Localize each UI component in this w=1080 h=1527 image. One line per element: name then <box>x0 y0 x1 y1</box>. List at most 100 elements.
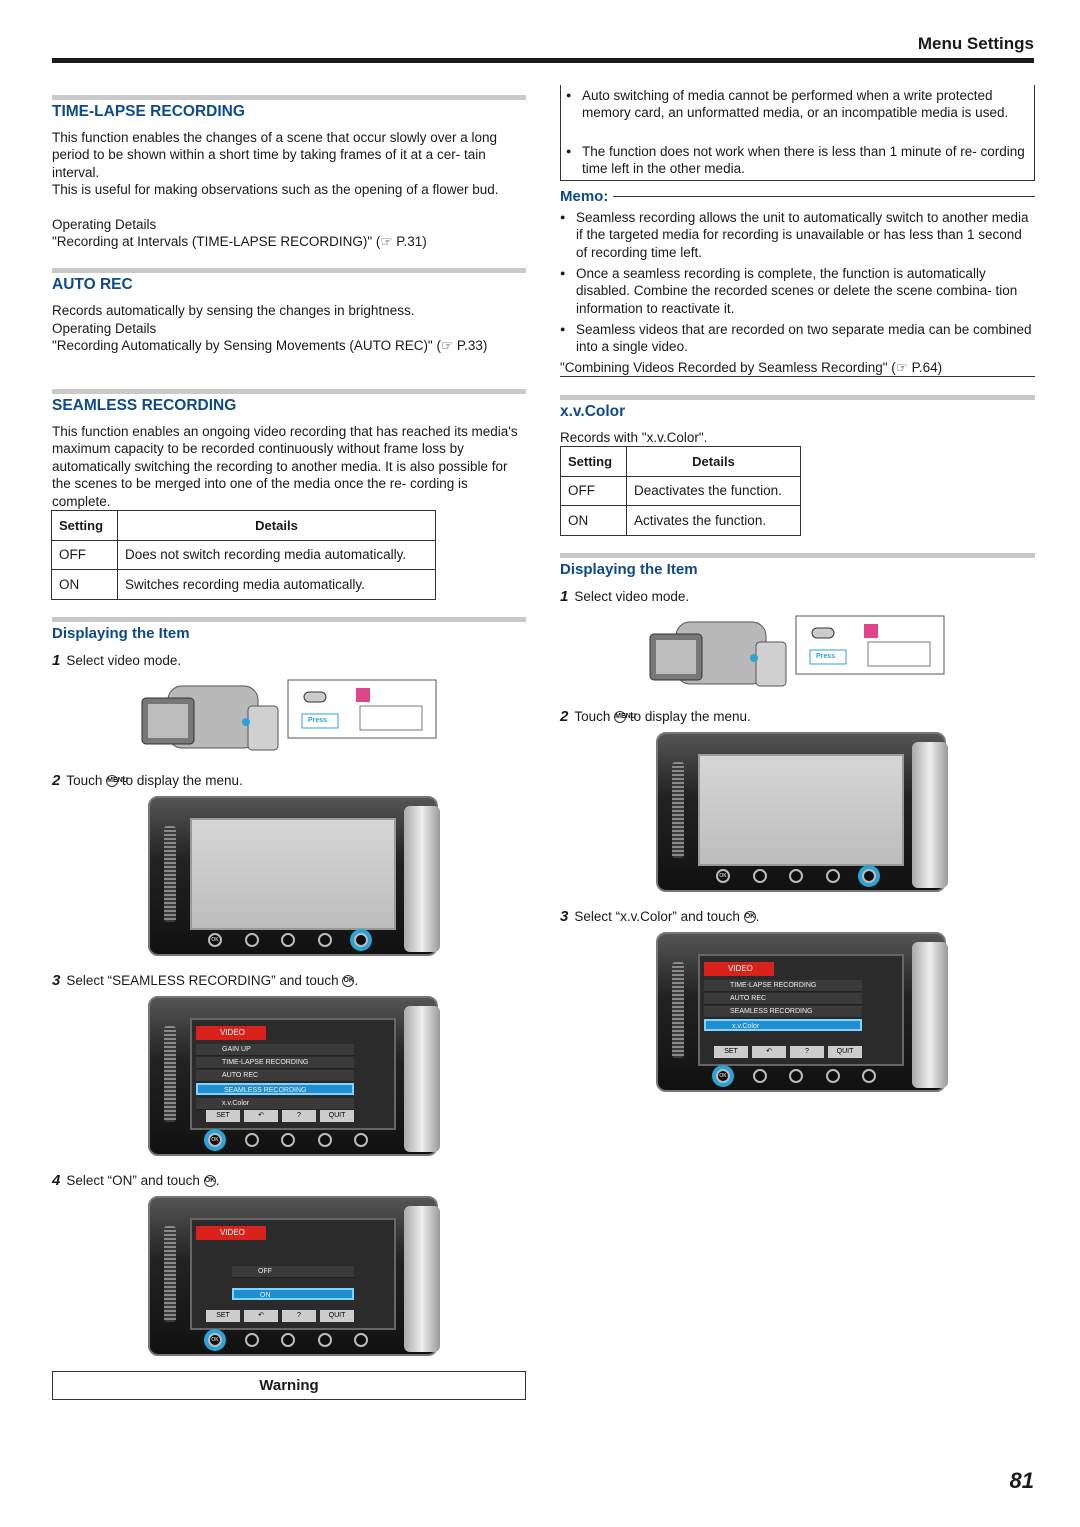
step-text: to display the menu. <box>629 709 751 724</box>
menu-button-highlighted[interactable] <box>354 933 368 947</box>
speaker-grille <box>164 1226 176 1322</box>
menu-button-highlighted[interactable] <box>862 869 876 883</box>
lcd-buttons: OK <box>716 866 876 886</box>
lcd-buttons: OK <box>208 1130 368 1150</box>
timelapse-reference-link[interactable]: "Recording at Intervals (TIME-LAPSE RECO… <box>52 234 427 249</box>
menu-footer-quit[interactable]: QUIT <box>320 1310 354 1322</box>
xvcolor-settings-table: Setting Details OFF Deactivates the func… <box>560 446 801 536</box>
menu-title: VIDEO <box>704 962 774 976</box>
lcd-button[interactable] <box>789 869 803 883</box>
lcd-button[interactable] <box>752 869 767 883</box>
menu-button-icon: MENU <box>106 775 128 788</box>
menu-button[interactable] <box>354 1133 368 1147</box>
lcd-button[interactable] <box>317 1133 332 1147</box>
speaker-grille <box>164 1026 176 1122</box>
lcd-button[interactable] <box>825 869 840 883</box>
menu-footer-back[interactable]: ↶ <box>244 1310 278 1322</box>
lcd-buttons: OK <box>208 1330 368 1350</box>
seamless-title: SEAMLESS RECORDING <box>52 397 237 414</box>
menu-item-xvcolor[interactable]: x.v.Color <box>196 1098 354 1110</box>
menu-item-xvcolor-selected[interactable]: x.v.Color <box>704 1019 862 1031</box>
memo-bullet: Seamless recording allows the unit to au… <box>558 209 1034 261</box>
menu-footer-help[interactable]: ? <box>282 1310 316 1322</box>
step-text: Select “x.v.Color” and touch <box>574 909 740 924</box>
lcd-button[interactable] <box>281 933 295 947</box>
table-cell-setting: OFF <box>560 475 627 506</box>
autorec-reference-link[interactable]: "Recording Automatically by Sensing Move… <box>52 338 488 353</box>
menu-item-gain-up[interactable]: GAIN UP <box>196 1044 354 1056</box>
lcd-button[interactable] <box>281 1133 295 1147</box>
xvcolor-title: x.v.Color <box>560 403 626 420</box>
timelapse-usage: This is useful for making observations s… <box>52 182 499 197</box>
menu-footer-back[interactable]: ↶ <box>244 1110 278 1122</box>
menu-item-seamless[interactable]: SEAMLESS RECORDING <box>704 1006 862 1018</box>
step-text: Select video mode. <box>574 589 690 604</box>
memo-title: Memo: <box>560 188 609 205</box>
ok-button-highlighted[interactable]: OK <box>208 1333 222 1347</box>
section-divider <box>560 395 1035 400</box>
header-rule <box>52 58 1034 63</box>
press-label: Press <box>816 653 836 660</box>
menu-footer-set[interactable]: SET <box>206 1310 240 1322</box>
warning-box: Warning <box>52 1371 526 1400</box>
caution-bullet: The function does not work when there is… <box>564 143 1030 178</box>
step-number: 2 <box>560 708 569 725</box>
ok-button-highlighted[interactable]: OK <box>716 1069 730 1083</box>
lcd-button[interactable] <box>789 1069 803 1083</box>
menu-footer-quit[interactable]: QUIT <box>828 1046 862 1058</box>
menu-item-timelapse[interactable]: TIME-LAPSE RECORDING <box>196 1057 354 1069</box>
lcd-button[interactable] <box>244 1333 259 1347</box>
section-divider <box>52 95 526 100</box>
seamless-settings-table: Setting Details OFF Does not switch reco… <box>51 510 436 600</box>
menu-footer: SET ↶ ? QUIT <box>206 1310 354 1322</box>
section-divider <box>560 553 1035 558</box>
submenu-item-off[interactable]: OFF <box>232 1266 354 1278</box>
table-header-details: Details <box>117 510 436 541</box>
table-row: OFF Deactivates the function. <box>560 475 801 506</box>
menu-footer-quit[interactable]: QUIT <box>320 1110 354 1122</box>
lcd-button[interactable] <box>317 1333 332 1347</box>
seamless-description: This function enables an ongoing video r… <box>52 424 518 509</box>
menu-footer-back[interactable]: ↶ <box>752 1046 786 1058</box>
menu-footer-help[interactable]: ? <box>790 1046 824 1058</box>
menu-footer-help[interactable]: ? <box>282 1110 316 1122</box>
menu-item-auto-rec[interactable]: AUTO REC <box>196 1070 354 1082</box>
autorec-title: AUTO REC <box>52 276 133 293</box>
lcd-button[interactable] <box>281 1333 295 1347</box>
menu-footer-set[interactable]: SET <box>206 1110 240 1122</box>
ok-button-highlighted[interactable]: OK <box>208 1133 222 1147</box>
table-row: ON Activates the function. <box>560 505 801 536</box>
memo-bottom-rule <box>560 376 1035 377</box>
seamless-submenu: VIDEO OFF ON SET ↶ ? QUIT <box>190 1218 396 1330</box>
memo-bullet: Once a seamless recording is complete, t… <box>558 265 1034 317</box>
step-text: Select “ON” and touch <box>66 1173 200 1188</box>
caution-bullet: Auto switching of media cannot be perfor… <box>564 87 1030 122</box>
menu-button[interactable] <box>354 1333 368 1347</box>
menu-item-auto-rec[interactable]: AUTO REC <box>704 993 862 1005</box>
menu-button[interactable] <box>862 1069 876 1083</box>
ok-button[interactable]: OK <box>208 933 222 947</box>
step-number: 4 <box>52 1172 61 1189</box>
step-text: . <box>354 973 359 988</box>
lcd-button[interactable] <box>317 933 332 947</box>
memo-reference-link[interactable]: "Combining Videos Recorded by Seamless R… <box>560 360 943 375</box>
menu-footer-set[interactable]: SET <box>714 1046 748 1058</box>
lcd-buttons: OK <box>208 930 368 950</box>
lcd-screen-submenu: VIDEO OFF ON SET ↶ ? QUIT OK <box>148 1196 440 1356</box>
page-number: 81 <box>1009 1468 1034 1493</box>
submenu-item-on-selected[interactable]: ON <box>232 1288 354 1300</box>
lcd-hinge <box>404 1206 440 1352</box>
menu-item-timelapse[interactable]: TIME-LAPSE RECORDING <box>704 980 862 992</box>
menu-item-seamless-selected[interactable]: SEAMLESS RECORDING <box>196 1083 354 1095</box>
lcd-button[interactable] <box>244 1133 259 1147</box>
ok-button[interactable]: OK <box>716 869 730 883</box>
step-text: . <box>755 909 760 924</box>
lcd-button[interactable] <box>752 1069 767 1083</box>
lcd-button[interactable] <box>825 1069 840 1083</box>
lcd-button[interactable] <box>244 933 259 947</box>
menu-button-icon: MENU <box>614 711 636 724</box>
